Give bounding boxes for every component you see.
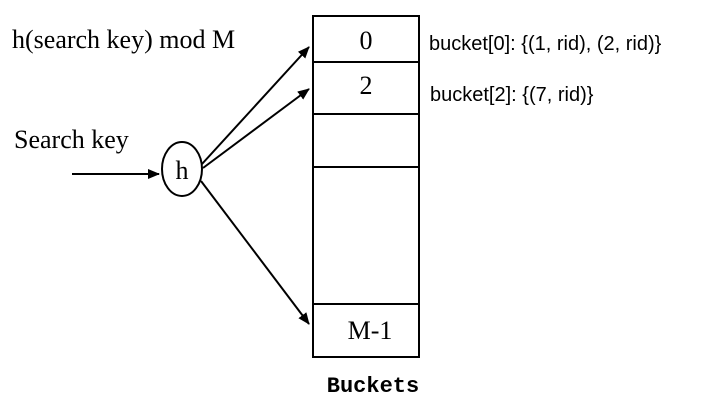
buckets-caption: Buckets	[327, 374, 419, 399]
bucket-slot-label: 2	[360, 71, 373, 100]
search-key-label: Search key	[14, 125, 129, 154]
bucket-array	[312, 15, 420, 358]
hash-function-label: h	[176, 156, 189, 185]
bucket-content-label: bucket[0]: {(1, rid), (2, rid)}	[429, 33, 662, 55]
arrow-to-bucket-m-1	[200, 180, 310, 325]
bucket-content-label: bucket[2]: {(7, rid)}	[430, 84, 594, 106]
formula-label: h(search key) mod M	[12, 25, 235, 54]
bucket-slot-label: M-1	[348, 316, 393, 345]
arrow-to-bucket-2	[202, 88, 310, 169]
bucket-slot-label: 0	[360, 26, 373, 55]
arrow-to-bucket-0	[201, 46, 310, 165]
hash-function-node	[161, 141, 203, 197]
